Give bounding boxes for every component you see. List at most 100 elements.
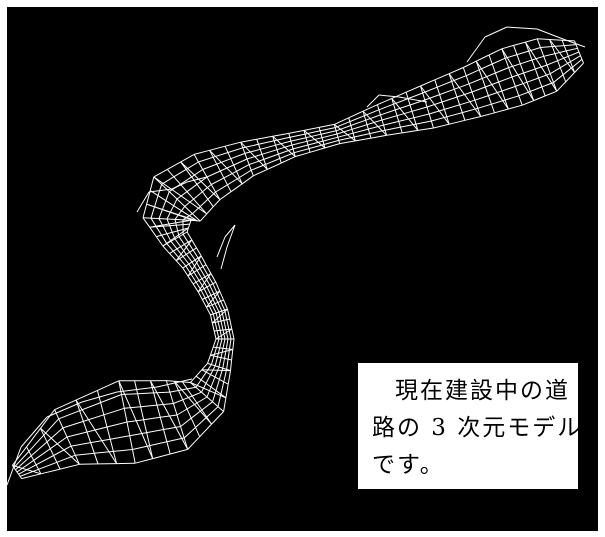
mesh-diag-line-541 [197,273,212,293]
terrain-edge-line-577 [378,94,400,98]
mesh-long-line-443 [324,143,340,149]
mesh-long-line-160 [176,248,184,257]
mesh-cross-line-511 [348,117,356,142]
mesh-long-line-76 [178,388,188,391]
mesh-diag-line-535 [190,382,227,399]
mesh-long-line-339 [183,427,196,439]
mesh-long-line-307 [263,153,279,160]
mesh-long-line-371 [239,169,252,178]
mesh-long-line-30 [155,236,164,247]
mesh-long-line-51 [377,97,393,106]
terrain-edge-line-583 [562,38,586,48]
mesh-long-line-113 [319,127,336,132]
mesh-cross-line-471 [165,380,189,450]
mesh-long-line-437 [241,175,254,185]
terrain-edge-line-581 [506,26,538,30]
mesh-long-line-149 [219,338,223,349]
mesh-long-line-148 [217,347,221,358]
mesh-cross-line-477 [207,362,231,372]
mesh-diag-line-552 [303,130,326,149]
mesh-cross-line-479 [213,346,233,350]
mesh-long-line-115 [349,115,365,123]
mesh-long-line-446 [370,134,387,139]
mesh-long-line-333 [75,452,95,456]
mesh-long-line-310 [307,140,324,146]
mesh-long-line-95 [166,243,174,252]
mesh-diag-line-547 [153,176,207,215]
mesh-long-line-223 [196,270,203,279]
mesh-long-line-255 [471,86,486,93]
mesh-long-line-203 [106,421,128,428]
mesh-diag-line-554 [362,110,387,136]
mesh-long-line-170 [191,169,203,178]
mesh-long-line-455 [508,104,523,110]
mesh-long-line-408 [223,397,227,412]
mesh-long-line-72 [121,393,138,395]
mesh-long-line-293 [178,236,185,245]
mesh-long-line-243 [291,140,308,146]
mesh-long-line-229 [169,225,173,233]
mesh-long-line-302 [202,184,212,193]
mesh-long-line-212 [214,366,220,378]
mesh-long-line-301 [193,191,203,200]
mesh-long-line-98 [150,217,157,227]
mesh-long-line-3 [54,399,77,411]
mesh-cross-line-484 [206,299,224,308]
mesh-long-line-448 [402,129,418,134]
mesh-long-line-413 [232,338,235,350]
mesh-long-line-77 [187,386,197,390]
mesh-long-line-182 [365,114,381,121]
mesh-long-line-230 [166,218,171,226]
mesh-cross-line-516 [420,85,434,129]
mesh-long-line-123 [465,69,480,77]
mesh-long-line-137 [103,407,125,416]
mesh-long-line-306 [248,158,264,166]
mesh-long-line-179 [320,130,337,135]
mesh-long-line-417 [223,299,228,310]
mesh-long-line-410 [227,370,231,385]
mesh-long-line-217 [220,320,224,331]
mesh-long-line-449 [417,127,434,131]
mesh-long-line-424 [191,239,197,249]
mesh-long-line-268 [90,438,111,444]
mesh-long-line-178 [305,133,322,139]
mesh-long-line-442 [309,147,326,153]
mesh-long-line-452 [464,116,481,121]
mesh-long-line-221 [206,286,212,296]
mesh-long-line-26 [182,267,189,277]
mesh-diag-line-543 [175,239,193,261]
mesh-long-line-42 [240,138,257,143]
mesh-long-line-125 [491,57,506,65]
mesh-diag-line-533 [149,380,189,450]
mesh-long-line-261 [546,60,558,66]
mesh-diag-line-529 [12,464,42,475]
mesh-cross-line-464 [40,428,61,470]
mesh-long-line-33 [142,204,148,218]
mesh-cross-line-466 [75,399,99,465]
mesh-diag-line-545 [149,219,192,228]
mesh-long-line-288 [204,276,211,286]
mesh-long-line-309 [292,144,309,150]
caption-line-1: 現在建設中の道 [395,378,570,404]
mesh-long-line-1 [26,427,41,448]
mesh-long-line-436 [230,183,243,193]
mesh-long-line-21 [205,306,211,316]
mesh-long-line-343 [220,381,225,395]
mesh-long-line-440 [281,156,296,164]
mesh-diag-line-548 [180,161,221,200]
mesh-long-line-317 [413,113,430,119]
mesh-long-line-315 [383,120,399,126]
mesh-cross-line-503 [224,145,243,185]
mesh-long-line-412 [231,349,234,361]
mesh-long-line-142 [182,395,193,401]
mesh-long-line-173 [230,152,246,160]
mesh-long-line-270 [129,432,147,437]
mesh-long-line-109 [258,140,275,145]
mesh-long-line-54 [420,79,435,87]
mesh-long-line-439 [267,162,282,170]
mesh-cross-line-463 [26,446,42,475]
mesh-long-line-67 [28,434,45,452]
mesh-long-line-329 [570,55,581,63]
mesh-long-line-192 [508,63,521,69]
mesh-long-line-266 [53,445,72,456]
